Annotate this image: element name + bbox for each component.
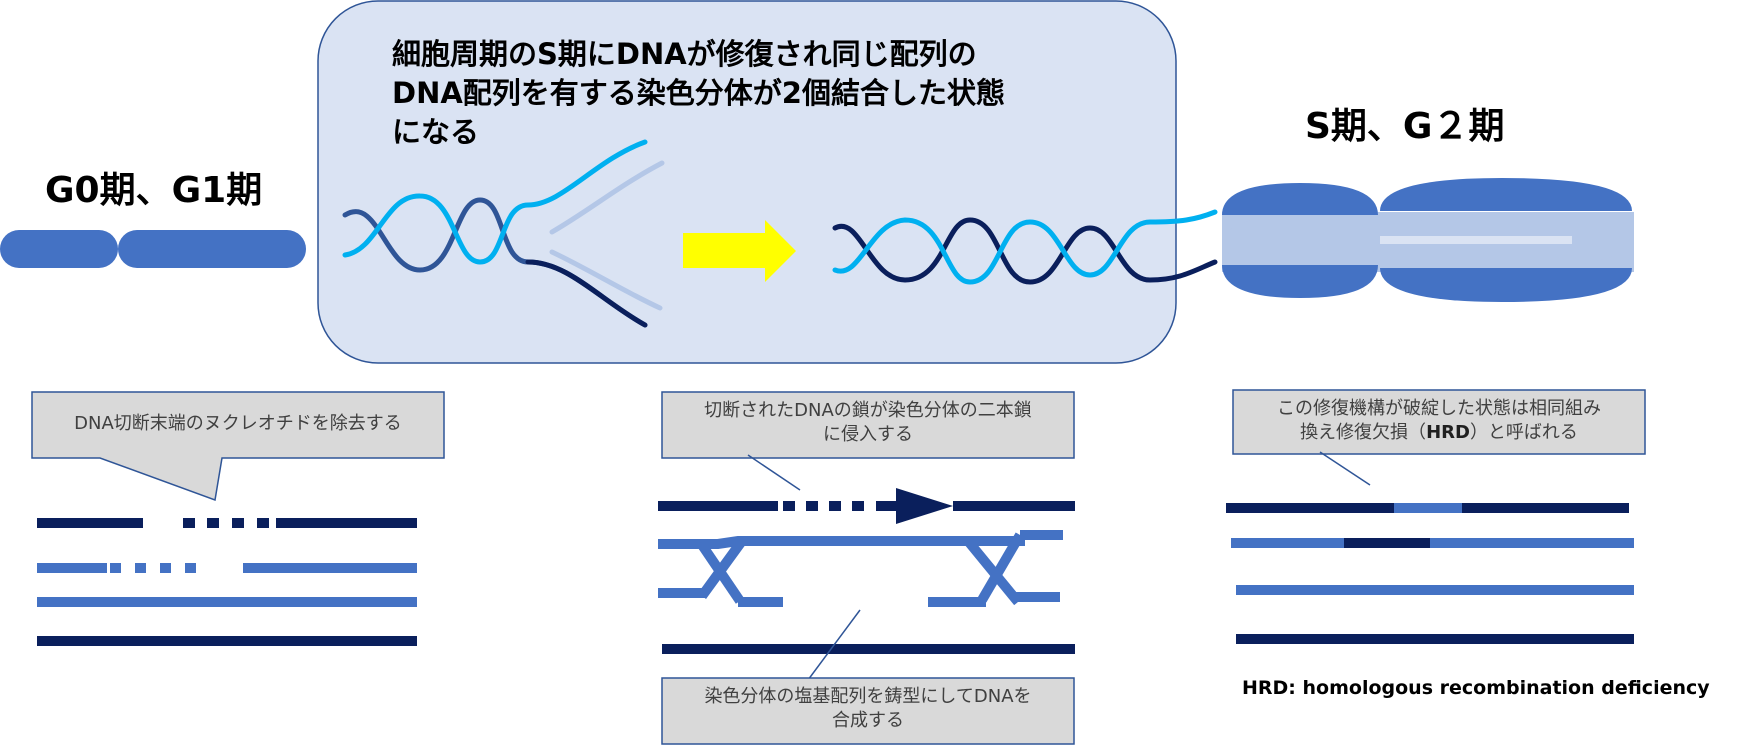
g0-g1-phase-label: G0期、G1期 [45, 170, 262, 211]
chromatid-upper-short [1222, 183, 1378, 215]
invading-strand-right [953, 501, 1075, 511]
resected-strand-second-right [243, 563, 417, 573]
s-phase-note-line1: 細胞周期のS期にDNAが修復され同じ配列の [392, 37, 977, 71]
displaced-strand-upper [658, 536, 1025, 549]
chromatid-upper-long [1380, 178, 1632, 211]
resection-gap-dot [232, 518, 244, 528]
resection-callout-label: DNA切断末端のヌクレオチドを除去する [74, 413, 402, 434]
hrd-callout-leader [1319, 451, 1371, 486]
invasion-direction-arrow-icon [896, 488, 953, 524]
chromatid-lower-long [1380, 268, 1632, 302]
resected-strand-top-right [276, 518, 417, 528]
chromatid-center-gap [1380, 236, 1572, 244]
resection-gap-dot [135, 563, 146, 573]
invading-strand-shaft [876, 501, 896, 511]
progress-arrow-icon [683, 220, 796, 282]
crossover-right-b [977, 532, 1025, 603]
synthesis-callout-line1: 染色分体の塩基配列を鋳型にしてDNAを [704, 686, 1032, 707]
hrd-callout-line2: 換え修復欠損（HRD）と呼ばれる [1235, 421, 1643, 445]
resection-callout-box [31, 391, 445, 502]
resection-strands [37, 518, 417, 646]
resection-gap-dot [183, 518, 195, 528]
s-phase-note-line2: DNA配列を有する染色分体が2個結合した状態 [392, 76, 1005, 110]
invading-gap-dot [852, 501, 864, 511]
fork-pale-strand-upper [549, 160, 665, 235]
hrd-strand-dark-left [1226, 503, 1394, 513]
helix-strand-dark [832, 217, 1218, 285]
invasion-callout-line2: に侵入する [823, 424, 913, 445]
s-phase-note-line3: になる [392, 115, 479, 149]
hrd-callout-line1: この修復機構が破綻した状態は相同組み [1277, 398, 1601, 419]
invasion-callout-text: 切断されたDNAの鎖が染色分体の二本鎖 に侵入する [664, 399, 1072, 447]
hrd-callout-line2-pre: 換え修復欠損（ [1300, 422, 1427, 443]
hrd-strand-dark-right [1462, 503, 1629, 513]
resected-strand-top-left [37, 518, 143, 528]
hrd-strands [1226, 503, 1634, 644]
helix-strand-light [832, 209, 1218, 285]
invasion-strands [658, 488, 1075, 654]
hrd-strand-light-full [1236, 585, 1634, 595]
hrd-strand-exchange-light [1394, 503, 1462, 513]
hrd-footnote: HRD: homologous recombination deficiency [1242, 677, 1710, 699]
hrd-callout-line2-post: ）と呼ばれる [1469, 422, 1578, 443]
invading-gap-dot [806, 501, 818, 511]
hrd-strand-light-left [1231, 538, 1344, 548]
invading-strand-left [658, 501, 778, 511]
synthesis-callout-text: 染色分体の塩基配列を鋳型にしてDNAを 合成する [664, 685, 1072, 733]
resection-callout-text: DNA切断末端のヌクレオチドを除去する [36, 412, 440, 436]
synthesis-callout-leader [807, 609, 861, 681]
s-g2-phase-label: S期、G２期 [1305, 106, 1504, 147]
template-chromatid-strand [662, 644, 1075, 654]
resected-strand-second-left [37, 563, 107, 573]
template-strand-dark [37, 636, 417, 646]
fork-strand-light [342, 139, 648, 265]
replication-fork [342, 139, 665, 328]
repaired-double-helix [832, 209, 1218, 285]
resection-gap-dot [160, 563, 171, 573]
invading-gap-dot [783, 501, 795, 511]
crossover-left-b [697, 538, 747, 599]
resection-callout [31, 391, 445, 502]
invading-gap-dot [829, 501, 841, 511]
invasion-callout-leader [747, 454, 801, 491]
template-strand-light [37, 597, 417, 607]
hrd-strand-dark-full [1236, 634, 1634, 644]
resection-gap-dot [257, 518, 269, 528]
fork-pale-strand-lower [549, 249, 663, 311]
synthesis-callout-box [661, 677, 1075, 745]
invasion-callout-line1: 切断されたDNAの鎖が染色分体の二本鎖 [704, 400, 1032, 421]
synthesis-callout-line2: 合成する [832, 710, 904, 731]
hrd-strand-light-right [1430, 538, 1634, 548]
g1-chromosome-long-arm [118, 230, 306, 268]
resection-gap-dot [207, 518, 219, 528]
invasion-callout-box [661, 391, 1075, 459]
resection-gap-dot [110, 563, 121, 573]
chromatid-pale-cap-left [1222, 214, 1378, 270]
sister-chromatids [1222, 178, 1634, 302]
s-phase-panel [317, 0, 1177, 364]
hrd-callout-text: この修復機構が破綻した状態は相同組み 換え修復欠損（HRD）と呼ばれる [1235, 397, 1643, 445]
hrd-callout-box [1232, 389, 1646, 455]
g1-chromosome-short-arm [0, 230, 118, 268]
hrd-callout-abbreviation: HRD [1426, 422, 1470, 443]
chromatid-lower-short [1222, 265, 1378, 298]
hrd-strand-exchange-dark [1344, 538, 1432, 548]
resection-gap-dot [185, 563, 196, 573]
fork-strand-darkest [525, 259, 648, 328]
